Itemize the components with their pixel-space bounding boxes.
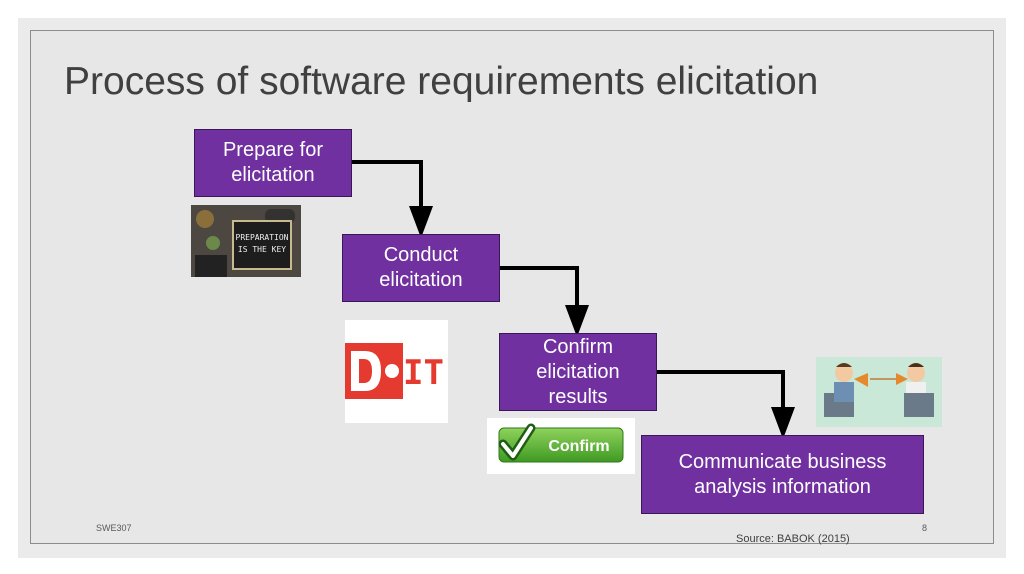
arrow-step1-to-step2 xyxy=(352,160,433,238)
preparation-sign-line2: IS THE KEY xyxy=(238,245,286,254)
do-it-logo: IT xyxy=(345,320,448,423)
preparation-image: PREPARATION IS THE KEY xyxy=(191,205,301,277)
do-it-text: IT xyxy=(403,353,444,393)
step-confirm-elicitation-results: Confirm elicitation results xyxy=(499,333,657,411)
step-communicate-business-analysis: Communicate business analysis informatio… xyxy=(641,435,924,514)
preparation-sign-line1: PREPARATION xyxy=(236,233,289,242)
arrow-step3-to-step4 xyxy=(657,370,795,439)
footer-course-code: SWE307 xyxy=(96,523,132,533)
slide-title: Process of software requirements elicita… xyxy=(64,60,819,103)
arrow-step2-to-step3 xyxy=(500,266,589,337)
confirm-button-image: Confirm xyxy=(487,418,635,474)
confirm-text: Confirm xyxy=(548,438,609,455)
step-prepare-for-elicitation: Prepare for elicitation xyxy=(194,129,352,197)
source-citation: Source: BABOK (2015) xyxy=(736,533,850,545)
footer-page-number: 8 xyxy=(922,523,928,533)
communication-people-image xyxy=(816,357,942,427)
step-conduct-elicitation: Conduct elicitation xyxy=(342,234,500,302)
